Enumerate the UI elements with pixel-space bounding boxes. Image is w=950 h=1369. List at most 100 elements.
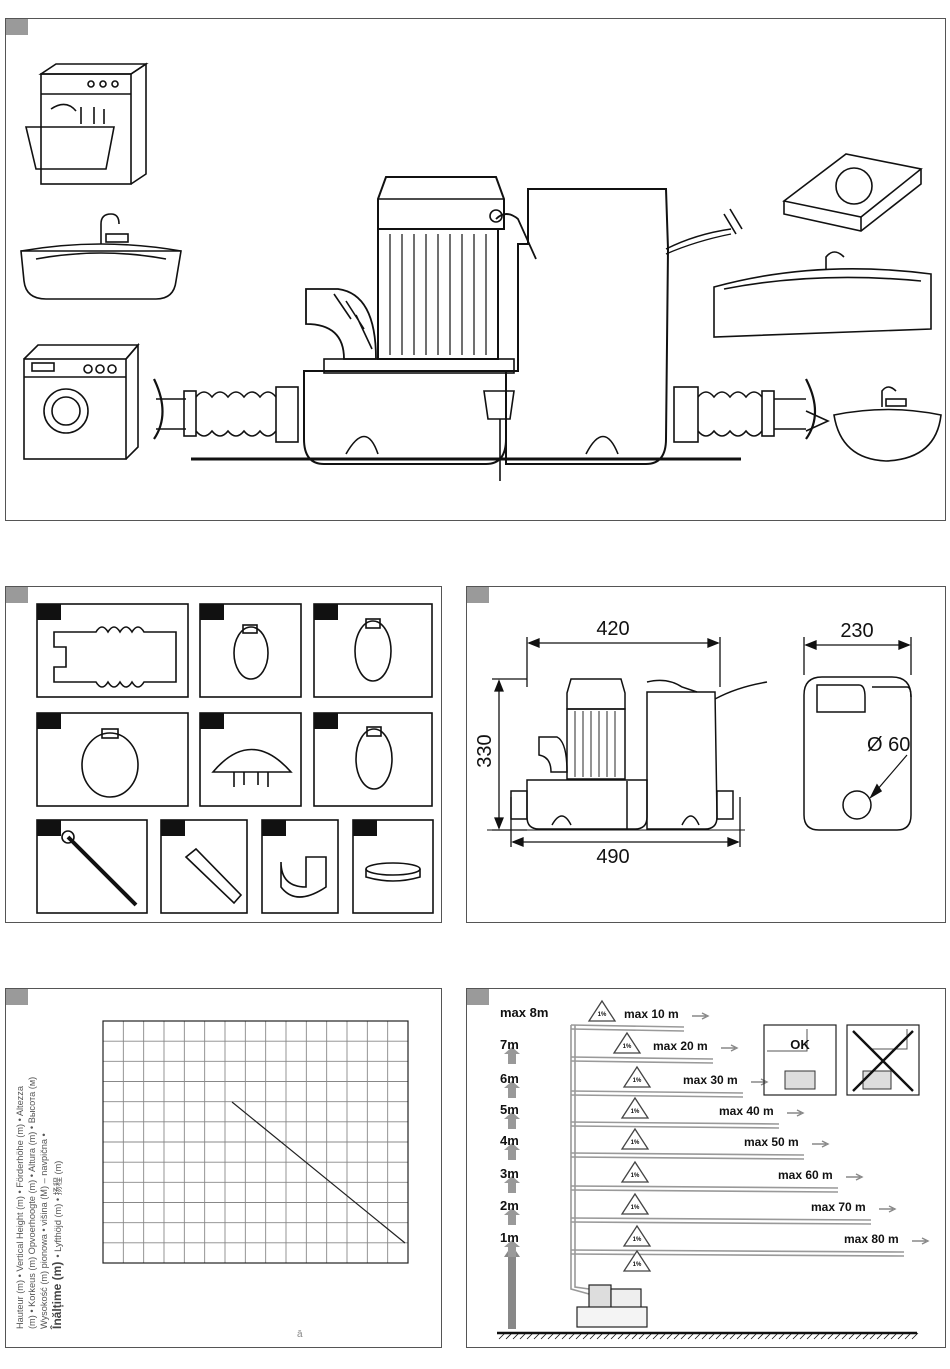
side-view-pump: [803, 676, 912, 831]
corrugated-hose-icon: [53, 626, 177, 688]
shower-tray-icon: [782, 153, 923, 232]
axis-label-line-1: Hauteur (m) • Vertical Height (m) • Förd…: [15, 1085, 25, 1329]
large-clamp-icon: [81, 732, 139, 798]
panel-number-tab: [467, 587, 489, 603]
discharge-pipe: [570, 1221, 872, 1225]
bathtub-icon: [713, 251, 932, 338]
slope-warning-icon: [612, 1031, 642, 1054]
height-step-arrowhead: [504, 1112, 520, 1119]
riser-pipe: [570, 1025, 590, 1295]
discharge-pipe: [570, 1156, 805, 1160]
depth-label: 230: [840, 620, 873, 642]
height-step-arrow: [508, 1247, 516, 1257]
discharge-pipe: [570, 1028, 685, 1032]
front-view-pump: [510, 678, 768, 830]
height-step-arrow: [508, 1119, 516, 1129]
ok-example-box: OK: [763, 1024, 837, 1096]
slope-warning-icon: [587, 999, 617, 1022]
part-box-small-clamp: [199, 603, 302, 698]
height-label: 6m: [500, 1071, 519, 1086]
slope-label: 1%: [631, 1173, 640, 1179]
discharge-pipe: [570, 1094, 744, 1098]
panel-number-tab: [6, 989, 28, 1005]
clamp-icon: [355, 728, 393, 790]
run-arrow-icon: [846, 1173, 864, 1181]
part-box-clamp: [313, 603, 433, 698]
hand-basin-icon: [833, 386, 942, 462]
part-box-clamp-2: [313, 712, 433, 807]
part-box-hose: [36, 603, 189, 698]
run-length-label: max 70 m: [811, 1200, 866, 1214]
slope-label: 1%: [623, 1044, 632, 1050]
height-step-arrowhead: [504, 1208, 520, 1215]
panel-overview: [5, 18, 946, 521]
ok-label: OK: [790, 1037, 810, 1052]
run-length-label: max 50 m: [744, 1135, 799, 1149]
run-length-label: max 10 m: [624, 1007, 679, 1021]
axis-label-rest: • Lyfthöjd (m) • 扬程 (m): [52, 1161, 63, 1258]
height-step-arrowhead: [504, 1176, 520, 1183]
axis-label-bold: Înălțime (m): [49, 1262, 64, 1330]
discharge-pipe: [570, 1185, 839, 1189]
height-label: 5m: [500, 1102, 519, 1117]
pump-unit: [303, 176, 743, 481]
washbasin-icon: [20, 213, 182, 300]
width-label: 420: [596, 618, 629, 640]
height-step-arrowhead: [504, 1143, 520, 1150]
slope-warning-icon: [622, 1065, 652, 1088]
performance-curve: [231, 1101, 406, 1244]
dimension-drawing: 420 230 490 Ø 60 330: [474, 618, 912, 868]
dishwasher-icon: [24, 62, 149, 185]
part-box-plug: [160, 819, 248, 914]
wall-plug-icon: [184, 847, 243, 905]
run-length-label: max 80 m: [844, 1232, 899, 1246]
slope-label: 1%: [633, 1078, 642, 1084]
run-length-label: max 30 m: [683, 1073, 738, 1087]
screw-icon: [66, 835, 138, 907]
run-arrow-icon: [692, 1012, 710, 1020]
height-step-arrowhead: [504, 1240, 520, 1247]
length-label: 490: [596, 846, 629, 868]
footer-mark: ā: [297, 1329, 303, 1340]
panel-dimensions: 420 230 490 Ø 60 330: [466, 586, 946, 923]
panel-performance-graph: Hauteur (m) • Vertical Height (m) • Förd…: [5, 988, 442, 1348]
slope-label: 1%: [631, 1109, 640, 1115]
discharge-pipe: [570, 1056, 714, 1060]
discharge-pipe: [570, 1090, 744, 1094]
height-step-arrow: [508, 1183, 516, 1193]
chart-grid: [103, 1021, 408, 1263]
outlet-diameter-label: Ø 60: [867, 734, 910, 756]
slope-label: 1%: [633, 1237, 642, 1243]
height-step-arrow: [508, 1150, 516, 1160]
slope-warning-icon: [622, 1249, 652, 1272]
slope-warning-icon: [620, 1160, 650, 1183]
axis-label-line-3: Wysokość (m) pionowa • višina (M) – navp…: [39, 1133, 49, 1329]
panel-number-tab: [6, 587, 28, 603]
run-arrow-icon: [721, 1044, 739, 1052]
washing-machine-icon: [23, 342, 140, 460]
part-box-gasket: [352, 819, 434, 914]
panel-parts: [5, 586, 442, 923]
part-box-cap: [199, 712, 302, 807]
run-arrow-icon: [787, 1109, 805, 1117]
run-arrow-icon: [879, 1205, 897, 1213]
run-arrow-icon: [912, 1237, 930, 1245]
height-step-arrow: [508, 1215, 516, 1225]
discharge-pipe: [570, 1217, 872, 1221]
height-label: 330: [474, 734, 496, 767]
slope-label: 1%: [633, 1262, 642, 1268]
elbow-icon: [280, 856, 327, 898]
height-arrow-column: [504, 1245, 520, 1329]
part-box-elbow: [261, 819, 339, 914]
discharge-pipe: [570, 1125, 780, 1129]
run-length-label: max 20 m: [653, 1039, 708, 1053]
small-clamp-icon: [233, 626, 269, 680]
slope-warning-icon: [620, 1127, 650, 1150]
slope-warning-icon: [620, 1096, 650, 1119]
cap-icon: [211, 748, 293, 773]
axis-label-line-4: Înălțime (m) • Lyfthöjd (m) • 扬程 (m): [49, 1161, 64, 1330]
outlet-circle: [842, 790, 872, 820]
run-arrow-icon: [751, 1078, 769, 1086]
